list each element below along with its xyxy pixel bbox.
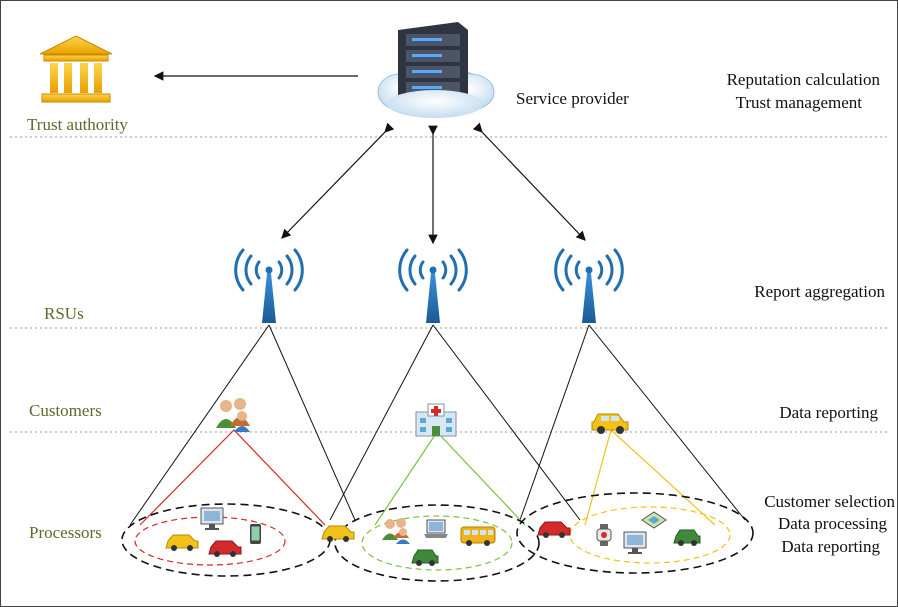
phone-icon — [250, 524, 261, 544]
rsu-coverage-lines — [129, 324, 746, 526]
laptop-icon — [424, 519, 448, 538]
processor-subgroup-red — [134, 516, 286, 566]
car-icon — [208, 540, 242, 557]
car-icon — [591, 413, 629, 434]
layer-separators — [10, 136, 888, 433]
processor-group-3 — [516, 492, 754, 574]
processor-group-1 — [121, 503, 331, 577]
car-icon — [165, 534, 199, 551]
server-cloud-icon — [377, 22, 495, 118]
car-icon — [321, 525, 355, 542]
customer-link-yellow — [584, 428, 716, 526]
bank-icon — [39, 35, 113, 103]
service-provider-label: Service provider — [516, 89, 629, 108]
customer-link-green — [374, 431, 526, 526]
car-icon — [537, 521, 571, 538]
processor-subgroup-green — [361, 515, 513, 571]
monitor-icon — [623, 531, 647, 554]
map-icon — [641, 511, 667, 529]
car-icon — [411, 549, 439, 566]
arrow-sp-rsu-3 — [472, 122, 586, 241]
users-icon — [382, 518, 410, 544]
processors-label: Processors — [29, 523, 102, 542]
customer-link-red — [139, 429, 326, 526]
data-reporting-label: Data reporting — [779, 403, 878, 422]
report-aggregation-label: Report aggregation — [754, 282, 885, 301]
rsu-antenna-icon — [398, 248, 468, 323]
monitor-icon — [200, 507, 224, 530]
trust-authority-label: Trust authority — [27, 115, 128, 134]
arrow-sp-rsu-1 — [281, 122, 395, 239]
data-reporting-label-2: Data reporting — [781, 537, 880, 556]
users-icon — [216, 398, 250, 432]
customers-label: Customers — [29, 401, 102, 420]
watch-icon — [596, 524, 612, 546]
data-processing-label: Data processing — [778, 514, 888, 533]
customer-selection-label: Customer selection — [764, 492, 895, 511]
rsu-antenna-icon — [554, 248, 624, 323]
rsus-label: RSUs — [44, 304, 84, 323]
hospital-icon — [415, 403, 457, 437]
processor-subgroup-yellow — [569, 506, 731, 564]
processor-group-2 — [334, 504, 540, 582]
car-icon — [673, 529, 701, 546]
reputation-calculation-label: Reputation calculation — [727, 70, 881, 89]
rsu-antenna-icon — [234, 248, 304, 323]
trust-management-label: Trust management — [736, 93, 863, 112]
bus-icon — [460, 526, 496, 546]
sp-rsu-arrows — [281, 122, 586, 245]
